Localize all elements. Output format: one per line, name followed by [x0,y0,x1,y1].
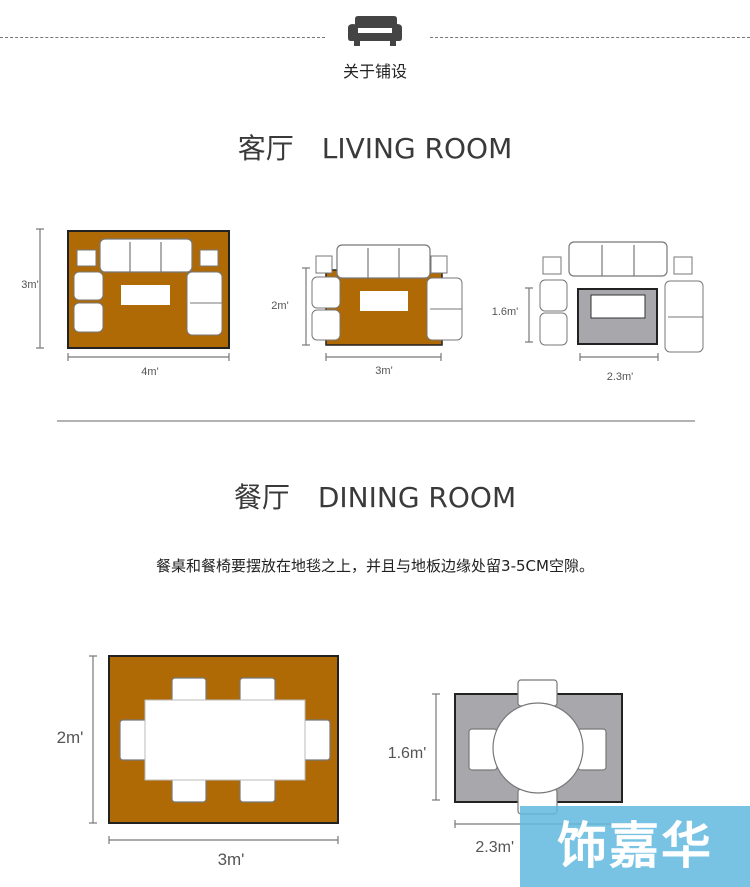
living-layout-2 [302,244,463,361]
armchair [73,302,104,333]
header-divider-left [0,37,325,38]
side-table [199,249,219,267]
width-label: 3m' [375,365,392,377]
coffee-table [121,285,170,305]
height-dimension [36,228,44,349]
three-seat-sofa [568,241,668,277]
height-dimension [302,267,310,346]
two-seat-sofa [664,280,704,353]
width-label: 4m' [141,366,158,378]
armchair [311,309,341,341]
armchair [539,279,568,312]
side-table [673,256,693,275]
sofa-icon [348,16,402,46]
width-label: 2.3m' [607,371,634,383]
height-dimension [525,287,533,343]
living-layout-1 [36,228,230,361]
armchair [311,276,341,309]
header-divider-right [430,37,750,38]
watermark-logo: 饰嘉华 [520,806,750,887]
height-label: 2m' [271,300,288,312]
two-seat-sofa [426,277,463,341]
coffee-table [360,291,408,311]
three-seat-sofa [99,238,193,273]
width-dimension [325,353,442,361]
armchair [539,312,568,346]
dining-room-title: 餐厅 DINING ROOM [233,481,517,514]
width-dimension [579,353,659,361]
height-label: 2m' [57,728,84,747]
side-table [542,256,562,275]
side-table [76,249,97,267]
height-label: 1.6m' [388,745,427,762]
round-table [492,702,584,794]
coffee-table [590,294,646,319]
width-dimension [67,353,230,361]
dining-chairs [119,677,331,803]
side-table [430,255,448,274]
height-dimension [89,655,97,824]
dining-table [144,699,306,781]
width-label: 2.3m' [475,839,514,856]
dining-layout-2 [432,679,623,828]
three-seat-sofa [336,244,431,279]
width-dimension [108,836,339,844]
dining-note: 餐桌和餐椅要摆放在地毯之上，并且与地板边缘处留3-5CM空隙。 [156,557,594,575]
living-room-title: 客厅 LIVING ROOM [237,132,513,165]
width-label: 3m' [218,850,245,869]
height-label: 3m' [21,279,38,291]
height-dimension [432,693,440,801]
armchair [73,271,104,301]
living-layout-3 [525,241,704,361]
dining-layout-1 [89,655,339,844]
two-seat-sofa [186,271,223,336]
section-subtitle: 关于铺设 [342,62,407,81]
height-label: 1.6m' [492,306,519,318]
side-table [315,255,333,274]
